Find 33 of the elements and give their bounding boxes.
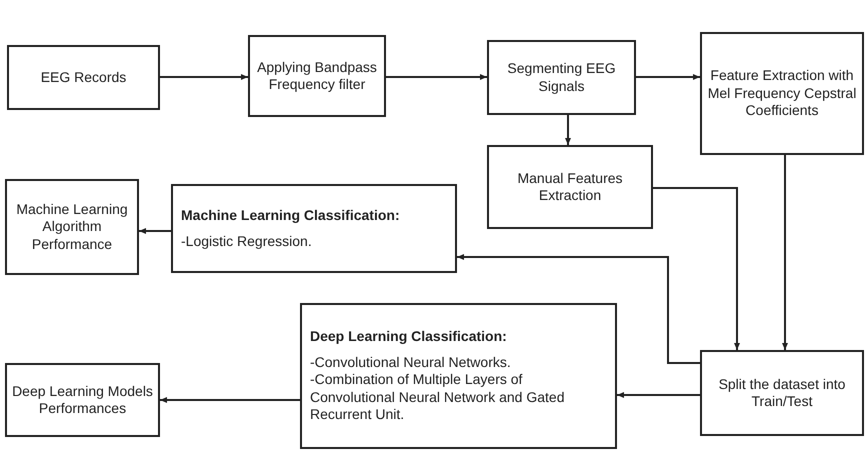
arrow <box>653 187 740 350</box>
box-text: -Combination of Multiple Layers of Convolutional Neural Network and Gated Recurrent Unit. <box>310 371 566 424</box>
box-text: -Convolutional Neural Networks. <box>310 354 511 372</box>
box-heading: Machine Learning Classification: <box>181 207 400 224</box>
arrow <box>636 74 700 80</box>
process-box <box>700 350 864 436</box>
box-text: Feature Extraction with Mel Frequency Cepstral Coefficients <box>706 67 858 120</box>
arrow <box>139 228 171 234</box>
process-box <box>700 32 864 155</box>
arrow <box>457 254 700 364</box>
box-text: Manual Features Extraction <box>516 170 624 204</box>
arrow <box>160 397 300 403</box>
box-text: Applying Bandpass Frequency filter <box>256 58 378 94</box>
box-text: -Logistic Regression. <box>181 232 312 250</box>
process-box <box>487 145 653 229</box>
box-text: EEG Records <box>40 68 126 86</box>
process-box <box>7 45 160 110</box>
arrow <box>782 155 788 350</box>
box-text: Split the dataset into Train/Test <box>718 376 846 410</box>
box-text: Machine Learning Algorithm Performance <box>15 200 129 254</box>
process-box <box>248 35 386 117</box>
arrow <box>386 74 487 80</box>
arrow <box>617 392 700 398</box>
process-box <box>171 184 457 273</box>
box-heading: Deep Learning Classification: <box>310 328 507 346</box>
process-box <box>300 303 617 449</box>
process-box <box>487 40 636 115</box>
process-box <box>5 363 160 437</box>
box-text: Deep Learning Models Performances <box>11 382 154 418</box>
process-box <box>5 179 139 275</box>
arrow <box>160 74 248 80</box>
arrow <box>565 115 571 145</box>
box-text: Segmenting EEG Signals <box>506 60 617 95</box>
